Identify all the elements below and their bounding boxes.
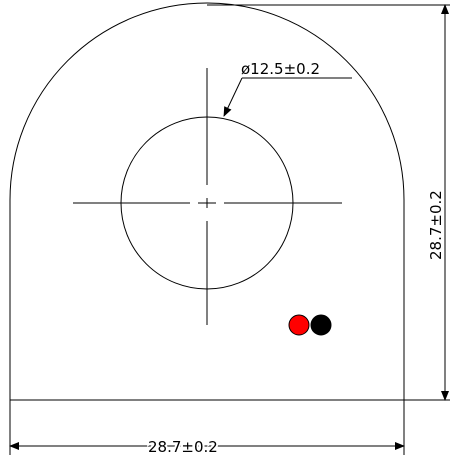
- black-terminal-dot: [310, 314, 332, 336]
- centerlines: [73, 68, 342, 325]
- width-dimension-label: 28.7±0.2: [148, 438, 218, 456]
- width-dimension: [9, 400, 405, 455]
- hole-diameter-dimension: ø12.5±0.2: [241, 60, 320, 78]
- body-outline: [9, 2, 405, 401]
- height-dimension: [207, 4, 450, 401]
- diameter-leader: [223, 77, 352, 117]
- red-terminal-dot: [288, 314, 310, 336]
- height-dimension-label: 28.7±0.2: [427, 190, 445, 260]
